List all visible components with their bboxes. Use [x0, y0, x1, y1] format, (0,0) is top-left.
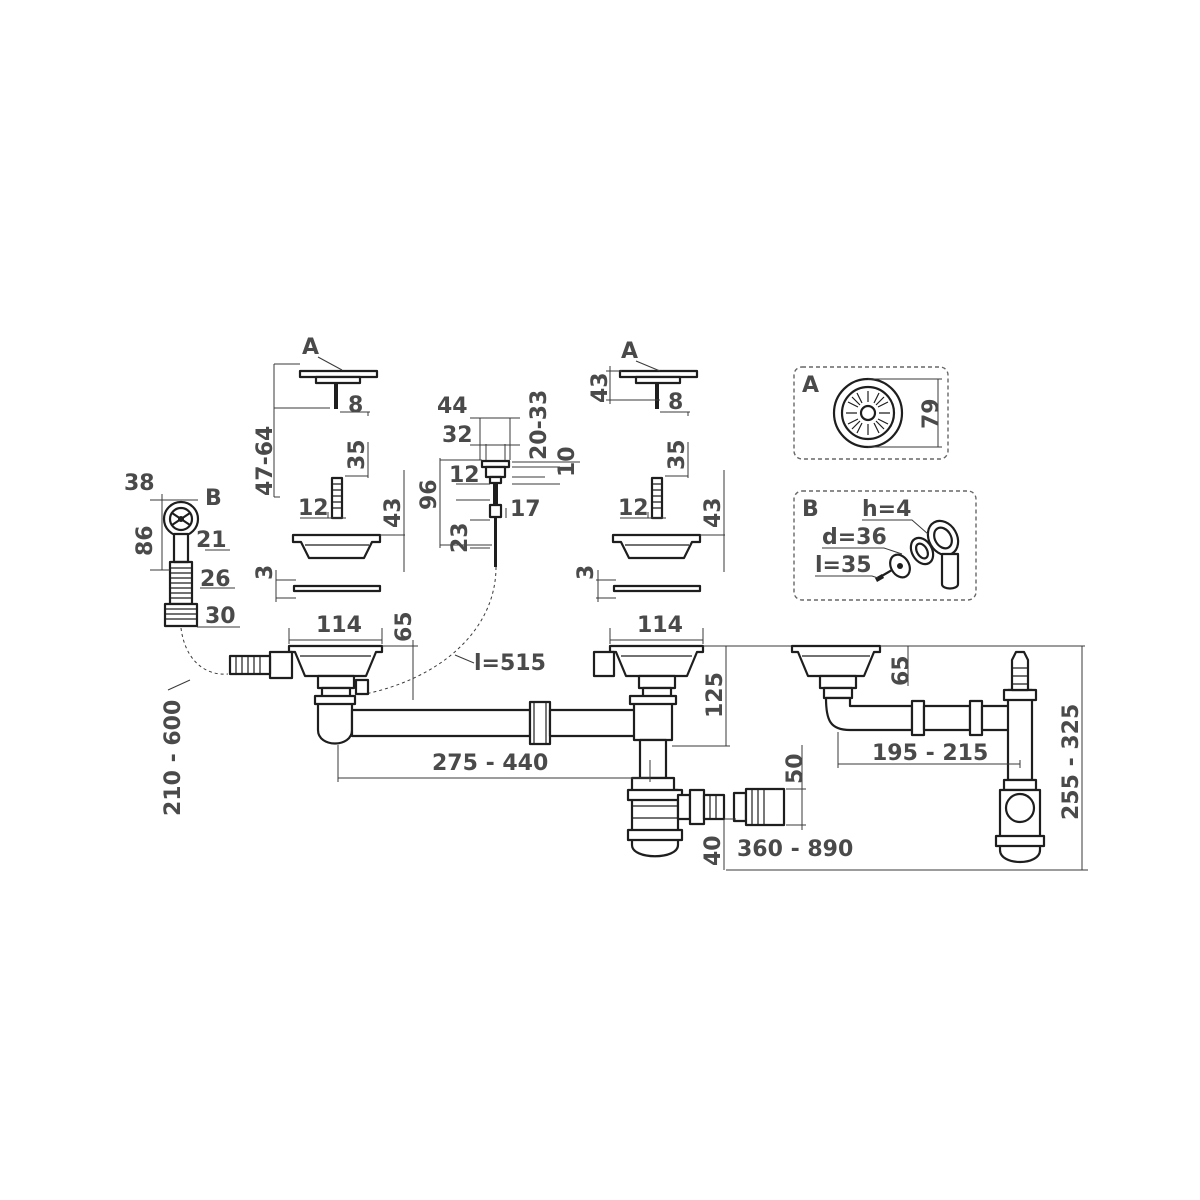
dim-3-right: 3: [574, 565, 599, 580]
dim-17: 17: [510, 497, 541, 522]
detail-box-a: [793, 366, 949, 460]
remote-control-knob: [359, 417, 580, 696]
dim-114-left: 114: [316, 613, 362, 638]
dim-114-right: 114: [637, 613, 683, 638]
dim-20-33: 20-33: [527, 390, 552, 460]
detail-box-b: [793, 490, 977, 601]
dim-50: 50: [783, 753, 808, 784]
dim-43-right: 43: [701, 497, 726, 528]
dim-65-far: 65: [889, 655, 914, 686]
dim-26: 26: [200, 567, 231, 592]
right-strainer-exploded: [596, 366, 725, 602]
double-bowl-siphon: [228, 644, 786, 858]
label-b-overflow: B: [205, 486, 222, 511]
dim-79: 79: [919, 398, 944, 429]
dim-35-left: 35: [345, 439, 370, 470]
dim-30: 30: [205, 604, 236, 629]
dim-44: 44: [437, 394, 468, 419]
dim-360-890: 360 - 890: [737, 837, 853, 862]
dim-d-36: d=36: [822, 525, 887, 550]
dim-43-top: 43: [588, 372, 613, 403]
dim-12-mid: 12: [449, 463, 480, 488]
left-strainer-exploded: [273, 363, 405, 602]
dim-35-right: 35: [665, 439, 690, 470]
dim-43-left: 43: [381, 497, 406, 528]
dim-40: 40: [701, 835, 726, 866]
overflow-assembly: [150, 494, 240, 675]
single-bowl-siphon: [790, 644, 1046, 863]
label-b-detail: B: [802, 497, 819, 522]
dim-255-325: 255 - 325: [1059, 704, 1084, 820]
dim-195-215: 195 - 215: [872, 741, 988, 766]
dim-275-440: 275 - 440: [432, 751, 548, 776]
dim-86: 86: [133, 525, 158, 556]
label-a-detail: A: [802, 373, 819, 398]
dim-l-515: l=515: [474, 651, 546, 676]
dim-210-600: 210 - 600: [161, 700, 186, 816]
dim-65-left: 65: [392, 611, 417, 642]
dim-8-right: 8: [668, 390, 683, 415]
dim-32: 32: [442, 423, 473, 448]
dim-10: 10: [555, 446, 580, 477]
dim-12-right: 12: [618, 496, 649, 521]
dim-47-64: 47-64: [253, 426, 278, 496]
label-a-right: A: [621, 339, 638, 364]
dim-l-35: l=35: [815, 553, 872, 578]
dim-3-left: 3: [253, 565, 278, 580]
dim-h-4: h=4: [862, 497, 911, 522]
dim-12-left: 12: [298, 496, 329, 521]
dim-21: 21: [196, 528, 227, 553]
dim-125: 125: [703, 672, 728, 718]
dim-38: 38: [124, 471, 155, 496]
dim-8-left: 8: [348, 393, 363, 418]
dim-96: 96: [417, 479, 442, 510]
dim-23: 23: [448, 522, 473, 553]
label-a-left: A: [302, 335, 319, 360]
